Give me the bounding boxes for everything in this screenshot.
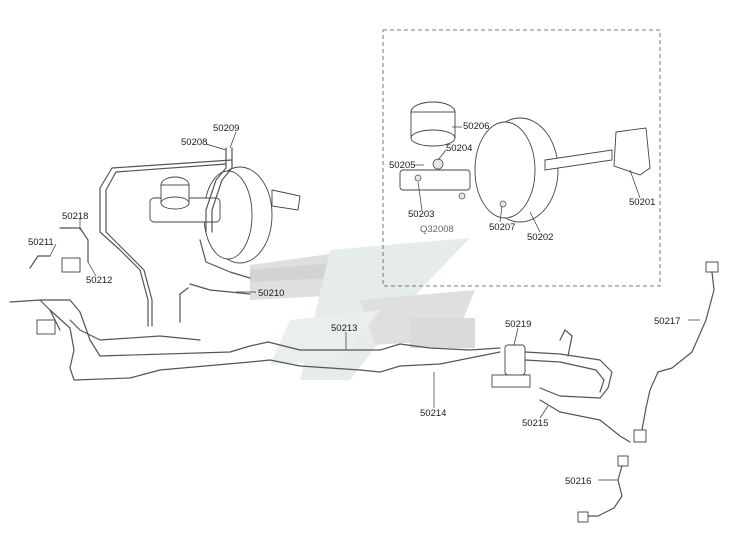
callout-50208[interactable]: 50208 xyxy=(181,137,207,148)
rear-valve-cluster xyxy=(491,329,631,443)
callout-50213[interactable]: 50213 xyxy=(331,323,357,334)
callout-labels: 50201 50202 50203 50204 50205 50206 5020… xyxy=(28,121,680,487)
callout-50211[interactable]: 50211 xyxy=(28,237,54,248)
callout-50219[interactable]: 50219 xyxy=(505,319,531,330)
callout-50212[interactable]: 50212 xyxy=(86,275,112,286)
callout-50205[interactable]: 50205 xyxy=(389,160,415,171)
line-50216 xyxy=(577,455,629,523)
callout-50203[interactable]: 50203 xyxy=(408,209,434,220)
master-cylinder-assembly-box xyxy=(382,29,661,287)
right-booster-assembly xyxy=(399,101,651,223)
left-booster-assembly xyxy=(149,166,301,264)
callout-50214[interactable]: 50214 xyxy=(420,408,446,419)
line-50217 xyxy=(633,261,719,443)
callout-50206[interactable]: 50206 xyxy=(463,121,489,132)
callout-50217[interactable]: 50217 xyxy=(654,316,680,327)
callout-50207[interactable]: 50207 xyxy=(489,222,515,233)
callout-50204[interactable]: 50204 xyxy=(446,143,472,154)
callout-50209[interactable]: 50209 xyxy=(213,123,239,134)
watermark-logo xyxy=(250,238,475,380)
leader-lines xyxy=(49,126,700,481)
callout-50210[interactable]: 50210 xyxy=(258,288,284,299)
callout-50201[interactable]: 50201 xyxy=(629,197,655,208)
callout-50216[interactable]: 50216 xyxy=(565,476,591,487)
callout-q32008[interactable]: Q32008 xyxy=(420,224,454,235)
left-brackets xyxy=(9,255,81,335)
upper-brake-lines xyxy=(59,147,251,327)
callout-50218[interactable]: 50218 xyxy=(62,211,88,222)
callout-50215[interactable]: 50215 xyxy=(522,418,548,429)
callout-50202[interactable]: 50202 xyxy=(527,232,553,243)
main-brake-lines xyxy=(39,299,501,381)
